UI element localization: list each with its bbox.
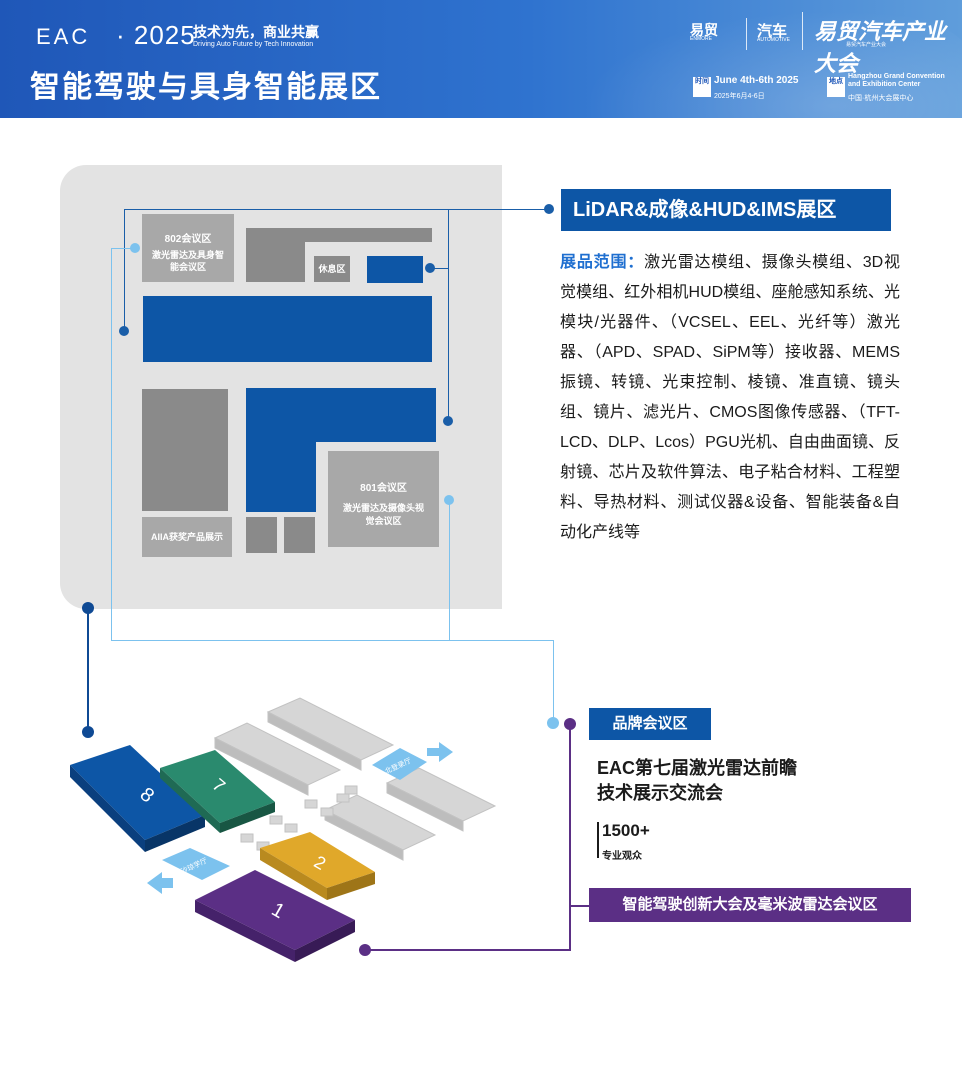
connector-line-light [111, 248, 112, 640]
room-801-desc: 激光雷达及摄像头视觉会议区 [342, 503, 424, 526]
forum-title-line1: EAC第七届激光雷达前瞻 [597, 758, 798, 778]
connector-dot [359, 944, 371, 956]
automotive-logo-sub: AUTOMOTIVE [757, 37, 790, 43]
stat-bar [597, 822, 599, 858]
aiia-area: AIIA获奖产品展示 [142, 517, 232, 557]
connector-line-purple [569, 905, 591, 907]
connector-line-purple [569, 723, 571, 949]
event-year: · 2025 [116, 20, 196, 50]
hall-1 [195, 870, 355, 950]
booth-block [246, 517, 277, 553]
audience-count: 1500+ [602, 821, 650, 840]
industry-conference-logo-sub: 易贸汽车产业大会 [846, 42, 887, 48]
booth-lidar-main [143, 296, 432, 362]
north-lobby [372, 748, 427, 780]
venue-map: 8 7 2 1 沙琼学厅 北登录厅 [70, 697, 497, 962]
connector-dot [82, 602, 94, 614]
zone-title: LiDAR&成像&HUD&IMS展区 [561, 189, 891, 231]
exhibit-scope-label: 展品范围： [560, 254, 645, 271]
exhibit-scope: 展品范围：激光雷达模组、摄像头模组、3D视觉模组、红外相机HUD模组、座舱感知系… [560, 248, 900, 548]
room-802: 802会议区 激光雷达及具身智能会议区 [142, 214, 234, 282]
divider [746, 18, 747, 50]
forum-title: EAC第七届激光雷达前瞻 技术展示交流会 [597, 756, 797, 806]
industry-conference-logo: 易贸汽车产业大会 [814, 19, 947, 77]
hall-8 [70, 745, 205, 840]
date-badge: 时间 [693, 77, 711, 97]
connector-line-light [111, 248, 135, 249]
booth-lidar-l-shape [246, 388, 436, 512]
venue-en: Hangzhou Grand Convention and Exhibition… [848, 73, 945, 88]
innovation-conference-tag: 智能驾驶创新大会及毫米波雷达会议区 [589, 888, 911, 922]
automotive-logo: 汽车 [757, 23, 788, 40]
room-802-desc: 激光雷达及具身智能会议区 [152, 250, 225, 272]
connector-dot [443, 416, 453, 426]
connector-line [124, 209, 549, 210]
slogan-en: Driving Auto Future by Tech Innovation [193, 41, 314, 48]
eac-logo: EAC [36, 24, 91, 49]
slogan-cn: 技术为先，商业共赢 [193, 24, 319, 40]
header-banner: EAC · 2025 技术为先，商业共赢 Driving Auto Future… [0, 0, 962, 118]
connector-dot [547, 717, 559, 729]
connector-dot [130, 243, 140, 253]
audience-label: 专业观众 [602, 851, 642, 862]
entrance-arrow-icon [147, 872, 173, 894]
exhibit-scope-text: 激光雷达模组、摄像头模组、3D视觉模组、红外相机HUD模组、座舱感知系统、光模块… [560, 254, 900, 541]
venue-cn: 中国·杭州大会展中心 [848, 95, 914, 102]
connector-dot [544, 204, 554, 214]
connector-dot [444, 495, 454, 505]
south-lobby [162, 848, 230, 880]
event-date-en: June 4th-6th 2025 [714, 75, 799, 86]
connector-dot [425, 263, 435, 273]
entrance-arrow-icon [427, 742, 453, 762]
hall-2 [260, 832, 375, 888]
connector-line [448, 209, 449, 421]
enmore-logo-sub: ENMORE [690, 36, 712, 42]
room-802-title: 802会议区 [164, 234, 212, 245]
page-title: 智能驾驶与具身智能展区 [30, 71, 382, 104]
booth-block [142, 389, 228, 511]
event-date-cn: 2025年6月4-6日 [714, 93, 765, 100]
car-graphic [582, 10, 962, 118]
forum-title-line2: 技术展示交流会 [597, 783, 723, 803]
connector-dot [119, 326, 129, 336]
connector-line-light [449, 500, 450, 640]
room-801-title: 801会议区 [360, 483, 407, 494]
connector-line-purple [365, 949, 571, 951]
brand-conference-tag: 品牌会议区 [589, 708, 711, 740]
connector-line [87, 607, 89, 731]
venue-badge: 地点 [827, 77, 845, 97]
connector-line-light [553, 640, 554, 722]
room-801: 801会议区 激光雷达及摄像头视觉会议区 [328, 451, 439, 547]
booth-block [284, 517, 315, 553]
booth-lidar-small [367, 256, 423, 283]
hall-7 [160, 750, 275, 823]
connector-line [124, 209, 125, 331]
rest-area: 休息区 [314, 256, 350, 282]
connector-line [430, 268, 448, 269]
connector-dot [564, 718, 576, 730]
divider [802, 12, 803, 50]
connector-dot [82, 726, 94, 738]
connector-line-light [111, 640, 553, 641]
booth-block [246, 228, 305, 282]
enmore-logo: 易贸 [690, 22, 718, 38]
